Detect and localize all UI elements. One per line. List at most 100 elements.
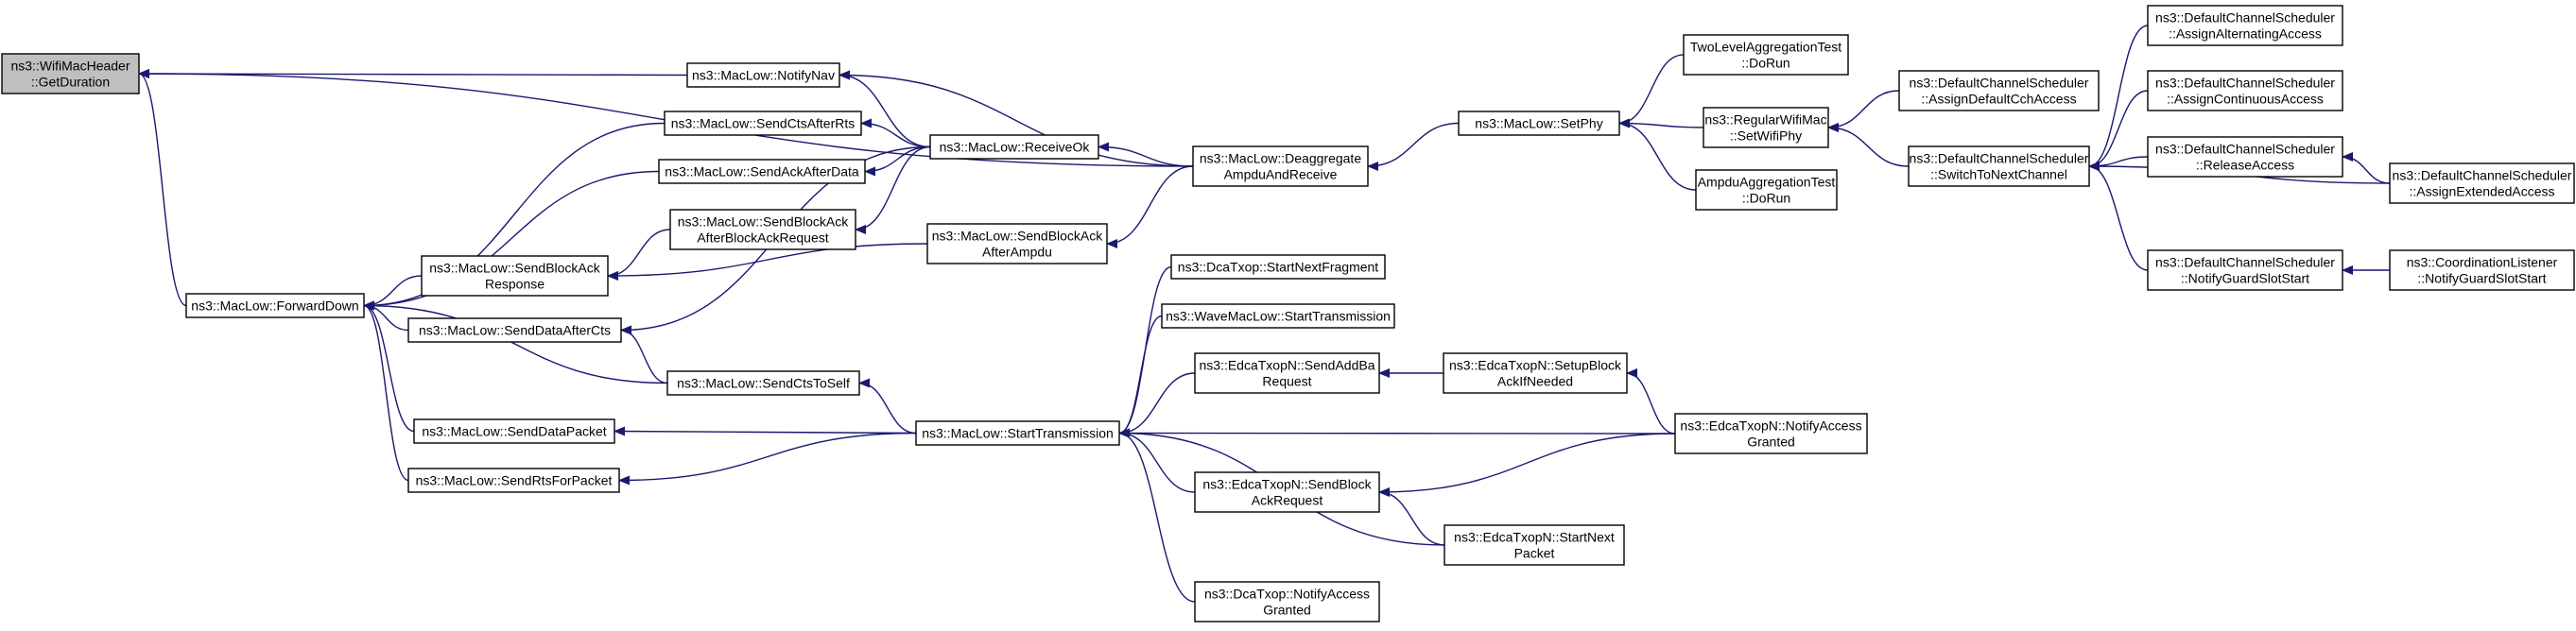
node-label-line: ns3::EdcaTxopN::SendBlock	[1202, 477, 1372, 492]
edge-notifyguardslotstart-to-switchtonextchannel	[2088, 162, 2149, 271]
node-label-line: Packet	[1514, 546, 1555, 561]
node-label-line: Request	[1262, 374, 1311, 389]
node-receiveok[interactable]: ns3::MacLow::ReceiveOk	[929, 134, 1099, 160]
node-box	[1170, 254, 1386, 280]
edge-dcanotifyaccess-to-starttransmission	[1118, 428, 1196, 603]
edge-starttransmission-to-senddatapacket	[614, 426, 917, 436]
node-sendblockackafterblockackrequest[interactable]: ns3::MacLow::SendBlockAckAfterBlockAckRe…	[669, 209, 856, 250]
edge-receiveok-to-notifynav	[838, 70, 931, 148]
node-senddatapacket[interactable]: ns3::MacLow::SendDataPacket	[413, 418, 615, 444]
node-label-line: ns3::MacLow::ForwardDown	[191, 298, 358, 314]
edge-deaggregate-to-receiveok	[1098, 142, 1194, 167]
node-label-line: ::AssignExtendedAccess	[2409, 184, 2554, 199]
node-label-line: ::AssignContinuousAccess	[2167, 92, 2324, 107]
edge-edcanotifyaccess-to-sendblockackrequest	[1378, 433, 1676, 497]
node-dcastartnextfragment[interactable]: ns3::DcaTxop::StartNextFragment	[1170, 254, 1386, 280]
node-notifynav[interactable]: ns3::MacLow::NotifyNav	[686, 62, 840, 88]
node-box	[926, 223, 1108, 264]
edge-twolevelaggregationtest-to-setphy	[1618, 54, 1685, 128]
edge-sendblockackafterblockackrequest-to-sendblockackresponse	[607, 229, 671, 281]
node-regularwifimac[interactable]: ns3::RegularWifiMac::SetWifiPhy	[1703, 107, 1829, 148]
node-assigncontinuous[interactable]: ns3::DefaultChannelScheduler::AssignCont…	[2147, 70, 2343, 111]
node-starttransmission[interactable]: ns3::MacLow::StartTransmission	[915, 420, 1120, 446]
edge-starttransmission-to-sendctstoself	[858, 378, 917, 435]
node-box	[413, 418, 615, 444]
node-box	[1683, 34, 1849, 76]
node-label-line: ns3::DefaultChannelScheduler	[2155, 76, 2335, 91]
node-label-line: ::SwitchToNextChannel	[1930, 167, 2067, 182]
node-box	[1458, 111, 1620, 136]
node-label-line: ns3::DefaultChannelScheduler	[2155, 10, 2335, 26]
edge-deaggregate-to-sendblockackafterampdu	[1106, 165, 1194, 248]
node-label-line: ns3::MacLow::SendBlockAck	[932, 229, 1104, 244]
node-label-line: ns3::MacLow::SendDataAfterCts	[419, 323, 611, 338]
node-label-line: ::NotifyGuardSlotStart	[2181, 271, 2309, 286]
edge-senddatapacket-to-forwarddown	[363, 300, 415, 433]
node-box	[929, 134, 1099, 160]
edge-edcanotifyaccess-to-starttransmission	[1118, 428, 1676, 438]
node-sendctstoself[interactable]: ns3::MacLow::SendCtsToSelf	[666, 370, 860, 396]
node-setphy[interactable]: ns3::MacLow::SetPhy	[1458, 111, 1620, 136]
edge-sendblockackresponse-to-forwarddown	[363, 275, 423, 311]
edge-sendaddba-to-starttransmission	[1118, 372, 1196, 438]
edge-ampduaggregationtest-to-setphy	[1618, 118, 1697, 191]
node-box	[664, 111, 862, 136]
node-switchtonextchannel[interactable]: ns3::DefaultChannelScheduler::SwitchToNe…	[1908, 145, 2090, 187]
node-label-line: Granted	[1263, 603, 1311, 618]
edge-startnextpacket-to-sendblockackrequest	[1378, 487, 1445, 546]
node-label-line: ns3::EdcaTxopN::SendAddBa	[1199, 358, 1374, 373]
node-sendctsafterrts[interactable]: ns3::MacLow::SendCtsAfterRts	[664, 111, 862, 136]
node-box	[407, 468, 620, 493]
node-ampduaggregationtest[interactable]: AmpduAggregationTest::DoRun	[1695, 169, 1838, 211]
node-forwarddown[interactable]: ns3::MacLow::ForwardDown	[185, 293, 365, 318]
node-label-line: ::DoRun	[1742, 191, 1790, 206]
node-assignalternating[interactable]: ns3::DefaultChannelScheduler::AssignAlte…	[2147, 5, 2343, 46]
node-box	[915, 420, 1120, 446]
node-box	[2147, 136, 2343, 178]
edge-notifynav-to-getduration	[138, 69, 688, 79]
node-assignextended[interactable]: ns3::DefaultChannelScheduler::AssignExte…	[2389, 162, 2575, 204]
node-label-line: TwoLevelAggregationTest	[1690, 40, 1841, 55]
nodes-layer: ns3::WifiMacHeader::GetDurationns3::MacL…	[1, 5, 2575, 622]
node-box	[1908, 145, 2090, 187]
node-box	[2389, 249, 2575, 291]
node-label-line: AfterAmpdu	[982, 245, 1052, 260]
node-wavemaclow[interactable]: ns3::WaveMacLow::StartTransmission	[1161, 303, 1395, 329]
node-label-line: ns3::MacLow::SendAckAfterData	[665, 164, 859, 179]
node-label-line: ns3::DefaultChannelScheduler	[2155, 255, 2335, 270]
node-box	[1443, 352, 1628, 394]
node-label-line: ns3::DefaultChannelScheduler	[2393, 168, 2572, 183]
node-box	[669, 209, 856, 250]
node-label-line: ns3::DefaultChannelScheduler	[2155, 142, 2335, 157]
node-senddataafterctsnode[interactable]: ns3::MacLow::SendDataAfterCts	[407, 317, 622, 343]
node-assigndefaultcch[interactable]: ns3::DefaultChannelScheduler::AssignDefa…	[1898, 70, 2100, 111]
node-sendackafterdata[interactable]: ns3::MacLow::SendAckAfterData	[658, 159, 866, 184]
node-getduration[interactable]: ns3::WifiMacHeader::GetDuration	[1, 53, 140, 94]
node-twolevelaggregationtest[interactable]: TwoLevelAggregationTest::DoRun	[1683, 34, 1849, 76]
edge-sendblockackafterampdu-to-sendblockackresponse	[607, 243, 928, 281]
node-box	[1898, 70, 2100, 111]
node-releaseaccess[interactable]: ns3::DefaultChannelScheduler::ReleaseAcc…	[2147, 136, 2343, 178]
edge-sendblockackrequest-to-starttransmission	[1118, 428, 1196, 493]
node-label-line: ns3::RegularWifiMac	[1704, 112, 1826, 128]
edge-sendctstoself-to-forwarddown	[363, 300, 668, 384]
node-label-line: ns3::DcaTxop::StartNextFragment	[1178, 260, 1379, 275]
edge-deaggregate-to-notifynav	[838, 70, 1194, 167]
node-notifyguardslotstart[interactable]: ns3::DefaultChannelScheduler::NotifyGuar…	[2147, 249, 2343, 291]
edge-wavemaclow-to-starttransmission	[1118, 315, 1163, 438]
node-label-line: AfterBlockAckRequest	[697, 230, 828, 246]
node-coordinationlistener[interactable]: ns3::CoordinationListener::NotifyGuardSl…	[2389, 249, 2575, 291]
node-box	[1695, 169, 1838, 211]
node-sendrtsforpacket[interactable]: ns3::MacLow::SendRtsForPacket	[407, 468, 620, 493]
node-label-line: ns3::MacLow::SendBlockAck	[429, 261, 601, 276]
